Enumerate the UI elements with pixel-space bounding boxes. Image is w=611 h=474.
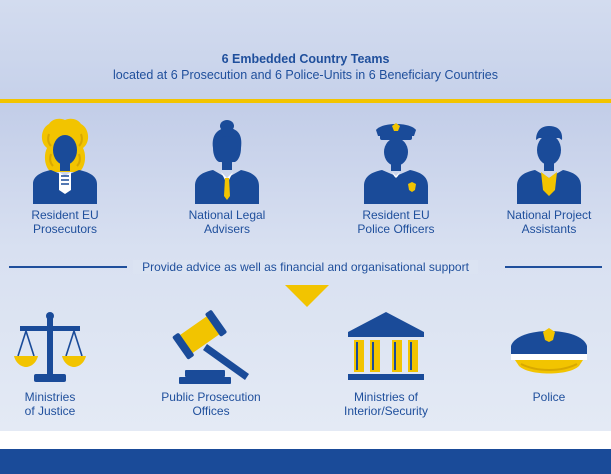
role-label: National Project Assistants xyxy=(506,208,592,236)
institutions-band xyxy=(0,249,611,431)
header: 6 Embedded Country Teams located at 6 Pr… xyxy=(0,52,611,83)
institution-ministries-of-interior: Ministries of Interior/Security xyxy=(316,310,456,418)
divider-line-right xyxy=(505,266,602,268)
roles-band xyxy=(0,103,611,249)
footer-bar xyxy=(0,449,611,474)
role-resident-eu-prosecutors: Resident EU Prosecutors xyxy=(0,114,135,236)
support-divider: Provide advice as well as financial and … xyxy=(0,259,611,275)
prosecutor-icon xyxy=(33,118,97,204)
footer-spacer xyxy=(0,431,611,449)
role-national-legal-advisers: National Legal Advisers xyxy=(157,114,297,236)
building-icon xyxy=(348,312,424,380)
project-assistant-icon xyxy=(517,126,581,204)
support-text: Provide advice as well as financial and … xyxy=(133,260,478,274)
arrow-down-icon xyxy=(285,285,329,307)
institution-ministries-of-justice: Ministries of Justice xyxy=(0,310,120,418)
institution-public-prosecution-offices: Public Prosecution Offices xyxy=(141,310,281,418)
police-officer-icon xyxy=(364,123,428,204)
header-title: 6 Embedded Country Teams xyxy=(221,52,390,66)
institution-label: Police xyxy=(532,390,566,404)
institution-label: Ministries of Justice xyxy=(24,390,76,418)
role-label: Resident EU Prosecutors xyxy=(31,208,99,236)
gavel-icon xyxy=(172,310,249,384)
scales-icon xyxy=(14,312,86,382)
role-label: Resident EU Police Officers xyxy=(357,208,435,236)
institution-label: Ministries of Interior/Security xyxy=(343,390,429,418)
role-resident-eu-police-officers: Resident EU Police Officers xyxy=(326,114,466,236)
gold-divider xyxy=(0,99,611,103)
legal-adviser-icon xyxy=(195,120,259,204)
police-cap-icon xyxy=(511,328,587,374)
role-national-project-assistants: National Project Assistants xyxy=(479,114,611,236)
divider-line-left xyxy=(9,266,127,268)
role-label: National Legal Advisers xyxy=(188,208,266,236)
institution-label: Public Prosecution Offices xyxy=(161,390,261,418)
header-band xyxy=(0,0,611,103)
institution-police: Police xyxy=(479,310,611,404)
header-subtitle: located at 6 Prosecution and 6 Police-Un… xyxy=(113,68,498,82)
